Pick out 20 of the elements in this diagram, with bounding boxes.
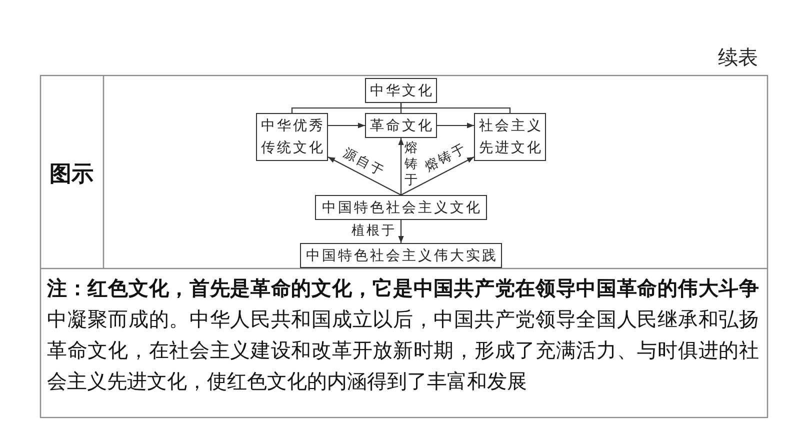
concept-box: 中华文化 xyxy=(365,78,437,103)
concept-box: 中华优秀传统文化 xyxy=(256,113,328,161)
concept-box: 革命文化 xyxy=(365,113,437,138)
concept-box: 中国特色社会主义伟大实践 xyxy=(300,243,502,268)
arrow xyxy=(398,220,404,243)
edge-label: 源自于 xyxy=(340,146,388,180)
arrow xyxy=(400,156,474,196)
edge-label: 植根于 xyxy=(352,224,396,238)
arrow xyxy=(328,156,402,196)
arrow xyxy=(437,122,474,128)
arrow xyxy=(328,122,365,128)
concept-box: 社会主义先进文化 xyxy=(474,113,546,161)
arrow xyxy=(398,138,404,195)
edge-label: 熔铸于 xyxy=(422,140,470,176)
edge-label: 熔铸于 xyxy=(404,141,418,189)
note-paragraph: 注：红色文化，首先是革命的文化，它是中国共产党在领导中国革命的伟大斗争中凝聚而成的。中华人民共和国成立以后，中国共产党领导全国人民继承和弘扬革命文化，在社会主义建设和改革开放新时期，形成了充满活力、与时俱进的社会主义先进文化，使红色文化的内涵得到了丰富和发展 xyxy=(47,276,759,395)
continued-label: 续表 xyxy=(718,46,758,71)
row-header: 图示 xyxy=(48,160,94,188)
connector-line xyxy=(400,103,511,113)
concept-box: 中国特色社会主义文化 xyxy=(315,195,487,220)
